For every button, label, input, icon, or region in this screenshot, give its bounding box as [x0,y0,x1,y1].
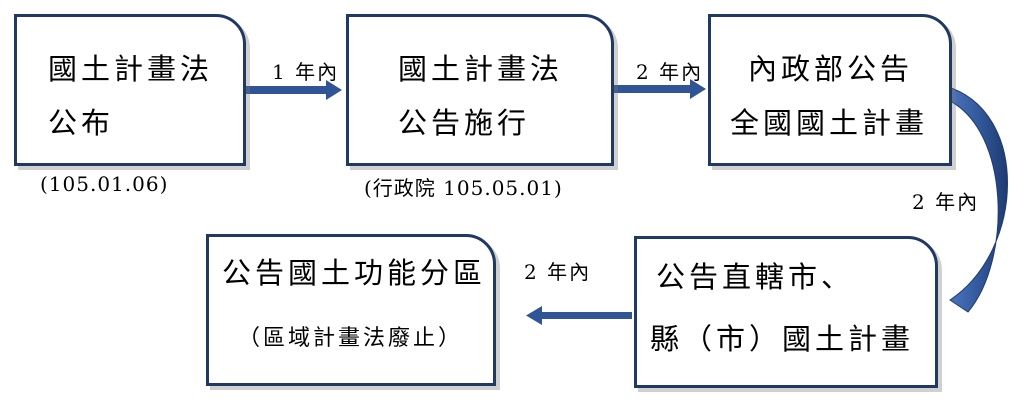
step5-line2: （區域計畫法廢止） [238,326,464,351]
step4-line1: 公告直轄市、 [656,260,855,294]
arrow-step4-to-step5 [526,306,632,325]
arrow-step2-to-step3 [612,79,706,99]
step3-line2: 全國國土計畫 [730,106,929,140]
curved-arrow-step3-to-step4 [944,85,1008,313]
step2-line1: 國土計畫法 [398,52,564,86]
step1-line1: 國土計畫法 [48,52,214,86]
step2-line2: 公告施行 [398,106,531,140]
step1-date-note: (105.01.06) [40,172,169,196]
step4-line2: 縣（市）國土計畫 [650,322,915,356]
step3-line1: 內政部公告 [748,52,914,86]
step3-box [708,14,952,166]
step1-line2: 公布 [48,106,115,140]
step1-box [14,14,246,166]
step4-box [634,236,938,388]
step5-line1: 公告國土功能分區 [222,256,487,290]
step2-box [346,14,614,166]
step5-box [206,234,496,386]
period-label-4: 2 年內 [524,260,592,284]
period-label-2: 2 年內 [636,60,704,84]
step2-date-note: (行政院 105.05.01) [364,176,563,200]
period-label-3: 2 年內 [912,190,980,214]
period-label-1: 1 年內 [272,60,340,84]
arrow-step1-to-step2 [246,80,342,100]
